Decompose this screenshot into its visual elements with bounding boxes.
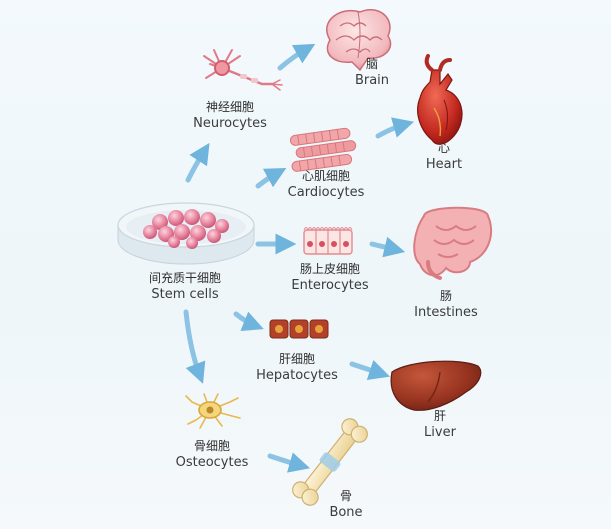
intestines-label: 肠 Intestines: [404, 289, 488, 321]
arrow-stem-to-neurocytes: [185, 142, 210, 183]
intestines-label-zh: 肠: [439, 289, 452, 303]
bone-label: 骨 Bone: [314, 489, 378, 521]
enterocytes-label: 肠上皮细胞 Enterocytes: [278, 262, 382, 294]
petri-dish-icon: [117, 202, 255, 265]
osteocytes-label-en: Osteocytes: [175, 454, 249, 470]
neurocytes-label-en: Neurocytes: [193, 115, 267, 131]
bone-label-zh: 骨: [339, 489, 352, 503]
neurocytes-label: 神经细胞 Neurocytes: [178, 100, 282, 132]
arrow-osteocytes-to-bone: [267, 452, 311, 473]
arrow-hepatocytes-to-liver: [349, 360, 390, 380]
osteocytes-label-zh: 骨细胞: [193, 439, 230, 453]
cardiocyte-icon: [289, 127, 357, 172]
brain-label-zh: 脑: [365, 57, 378, 71]
enterocyte-icon: [303, 227, 353, 255]
hepatocytes-label-en: Hepatocytes: [256, 367, 338, 383]
arrow-stem-to-cardiocytes: [255, 167, 287, 189]
heart-icon: [417, 54, 463, 145]
brain-icon: [326, 9, 392, 72]
stem-cells-label-en: Stem cells: [151, 286, 219, 302]
neurocytes-label-zh: 神经细胞: [205, 100, 254, 114]
bone-label-en: Bone: [329, 504, 363, 520]
hepatocytes-label: 肝细胞 Hepatocytes: [242, 352, 352, 384]
osteocyte-icon: [185, 393, 241, 429]
enterocytes-label-zh: 肠上皮细胞: [299, 262, 360, 276]
brain-label-en: Brain: [354, 72, 390, 88]
arrow-enterocytes-to-intestines: [369, 236, 406, 258]
enterocytes-label-en: Enterocytes: [291, 277, 369, 293]
cardiocytes-label-en: Cardiocytes: [287, 184, 365, 200]
intestines-label-en: Intestines: [414, 304, 478, 320]
liver-label: 肝 Liver: [408, 409, 472, 441]
liver-label-zh: 肝: [433, 409, 446, 423]
hepatocytes-label-zh: 肝细胞: [278, 352, 315, 366]
arrow-cardiocytes-to-heart: [375, 117, 415, 139]
heart-label-en: Heart: [425, 156, 463, 172]
intestines-icon: [413, 206, 493, 280]
stem-cells-label: 间充质干细胞 Stem cells: [120, 271, 250, 303]
arrows: [183, 43, 415, 473]
neurocyte-icon: [203, 49, 283, 91]
stem-cell-cluster: [143, 209, 229, 249]
stem-cells-label-zh: 间充质干细胞: [148, 271, 221, 285]
cardiocytes-label: 心肌细胞 Cardiocytes: [274, 169, 378, 201]
arrow-stem-to-osteocytes: [183, 309, 206, 384]
arrow-neurocytes-to-brain: [277, 43, 316, 71]
liver-icon: [390, 360, 482, 411]
osteocytes-label: 骨细胞 Osteocytes: [164, 439, 260, 471]
arrow-stem-to-hepatocytes: [233, 311, 264, 332]
bone-icon: [292, 418, 368, 506]
heart-label-zh: 心: [437, 141, 450, 155]
heart-label: 心 Heart: [412, 141, 476, 173]
brain-label: 脑 Brain: [340, 57, 404, 89]
cardiocytes-label-zh: 心肌细胞: [301, 169, 350, 183]
hepatocyte-icon: [269, 319, 329, 339]
liver-label-en: Liver: [424, 424, 456, 440]
